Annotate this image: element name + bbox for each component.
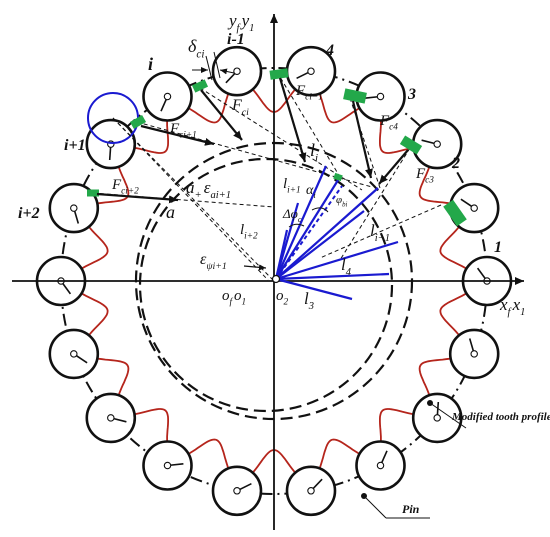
x-axis-label: xf x1 (499, 295, 525, 318)
delta-ci-label: δci (188, 36, 204, 60)
pin-center-dot (307, 487, 315, 495)
angle-arc-delta-phi (288, 223, 305, 228)
origin-left-label: of o1 (222, 288, 246, 308)
l-i-plus-1-label: li+1 (283, 176, 301, 196)
delta-tick-2 (213, 51, 221, 79)
pin-number-1: 1 (494, 239, 502, 256)
pin-center-dot (376, 461, 385, 470)
pin-number-3: 3 (407, 86, 416, 103)
pin-center-dot (70, 350, 78, 358)
contact-markers (87, 68, 467, 227)
force-ci-label: Fci (231, 97, 249, 118)
origin-o2-dot (271, 274, 281, 284)
origin-right-label: o2 (276, 288, 289, 308)
l-i-plus-2-label: li+2 (240, 222, 258, 242)
force-c3-label: Fc3 (415, 166, 434, 186)
a-plus-epsilon-label: a+ εai+1 (186, 178, 231, 201)
pin-center-dot (376, 92, 385, 101)
pin-number-4: 4 (325, 42, 334, 59)
alpha-i-label: αi (306, 183, 316, 200)
pin-center-dot (433, 414, 441, 422)
pin-center-dot (163, 92, 172, 101)
force-arrows (96, 77, 409, 204)
profile-leader (429, 402, 467, 429)
pin-center-dot (233, 487, 241, 495)
phi-bi-label: φbi (336, 194, 348, 208)
pin-number-i-plus-1: i+1 (64, 137, 86, 154)
pin-number-2: 2 (451, 155, 460, 172)
pin-center-dot (433, 140, 441, 148)
l-i-label: li (310, 140, 318, 164)
pin-number-i-minus-1: i-1 (227, 31, 245, 48)
profile-label-line: Modified tooth profile (451, 411, 550, 423)
pin-leader-dot (361, 493, 367, 499)
dashed-circle-inner (138, 157, 394, 413)
delta-arrow-2 (219, 68, 235, 75)
l-3-label: l3 (304, 289, 314, 312)
epsilon-psi-arrow (243, 264, 267, 271)
force-ci-minus-1-label: Fci−1 (295, 83, 323, 103)
pin-label: Pin (402, 502, 420, 516)
profile-leader-dot (427, 400, 433, 406)
pins-group (35, 45, 513, 517)
force-ci-plus-2-label: Fci+2 (111, 177, 139, 197)
force-c4-label: Fc4 (379, 113, 398, 133)
angle-arc-alpha (311, 207, 329, 213)
pin-center-dot (163, 461, 172, 470)
l-i-minus-1-label: li−1 (370, 221, 390, 244)
pin-leader (363, 495, 387, 519)
y-axis-label: yf y1 (227, 11, 254, 34)
a-label: a (166, 202, 175, 222)
epsilon-psi-label: εψi+1 (200, 251, 227, 272)
force-ci-plus-1-label: Fci+1 (169, 121, 197, 141)
dashed-blue-vector (275, 185, 343, 280)
pin-center-dot (470, 204, 478, 212)
pin-number-i: i (148, 54, 153, 74)
pin-center-dot (70, 204, 78, 212)
pin-center-dot (470, 350, 478, 358)
radius-vectors (274, 165, 399, 301)
pin-center-dot (307, 67, 315, 75)
delta-tick-1 (205, 55, 213, 81)
pin-number-i-plus-2: i+2 (18, 205, 40, 222)
delta-phi-label: Δφc (282, 206, 302, 224)
pin-center-dot (233, 67, 241, 75)
pin-center-dot (107, 414, 115, 422)
l-4-label: l4 (341, 255, 352, 278)
